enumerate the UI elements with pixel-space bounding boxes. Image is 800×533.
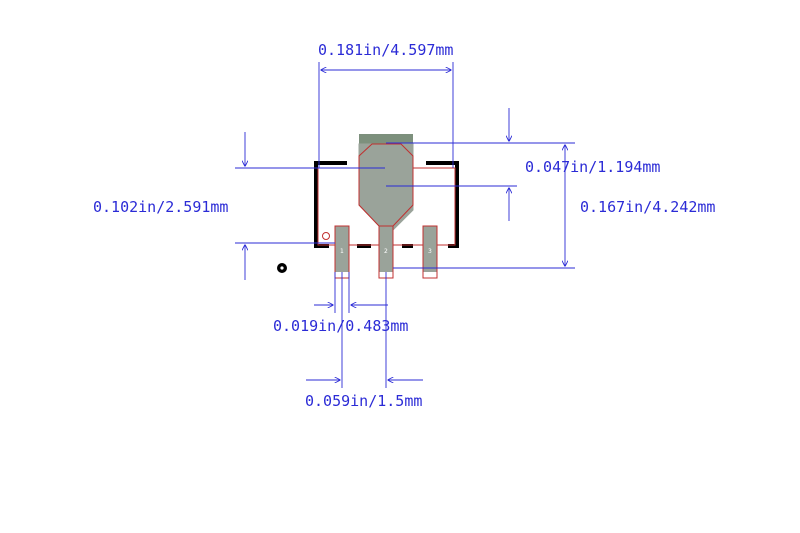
dim-tab-gap-lines bbox=[386, 108, 517, 221]
dim-tab-gap-label: 0.047in/1.194mm bbox=[525, 158, 660, 176]
dim-pin-width-label: 0.019in/0.483mm bbox=[273, 317, 408, 335]
pin-one-circle-icon bbox=[322, 232, 330, 240]
dim-body-width-lines bbox=[318, 62, 454, 168]
pin-label-2: 2 bbox=[384, 248, 388, 255]
dim-body-height-lines bbox=[235, 132, 385, 280]
body-outline bbox=[314, 161, 459, 248]
pin-label-1: 1 bbox=[340, 248, 344, 255]
dim-pin-width-lines bbox=[314, 272, 388, 313]
pin-label-3: 3 bbox=[428, 248, 432, 255]
pin-pad-3: 3 bbox=[422, 225, 438, 279]
dim-pin-pitch-lines bbox=[306, 272, 423, 388]
pin-pad-1: 1 bbox=[334, 225, 350, 279]
dim-body-width-label: 0.181in/4.597mm bbox=[318, 41, 453, 59]
dim-total-height-label: 0.167in/4.242mm bbox=[580, 198, 715, 216]
dim-total-height-lines bbox=[386, 142, 575, 269]
dim-pin-pitch-label: 0.059in/1.5mm bbox=[305, 392, 422, 410]
tab-pad bbox=[358, 134, 414, 231]
pin-pad-2: 2 bbox=[378, 225, 394, 279]
dim-body-height-label: 0.102in/2.591mm bbox=[93, 198, 228, 216]
